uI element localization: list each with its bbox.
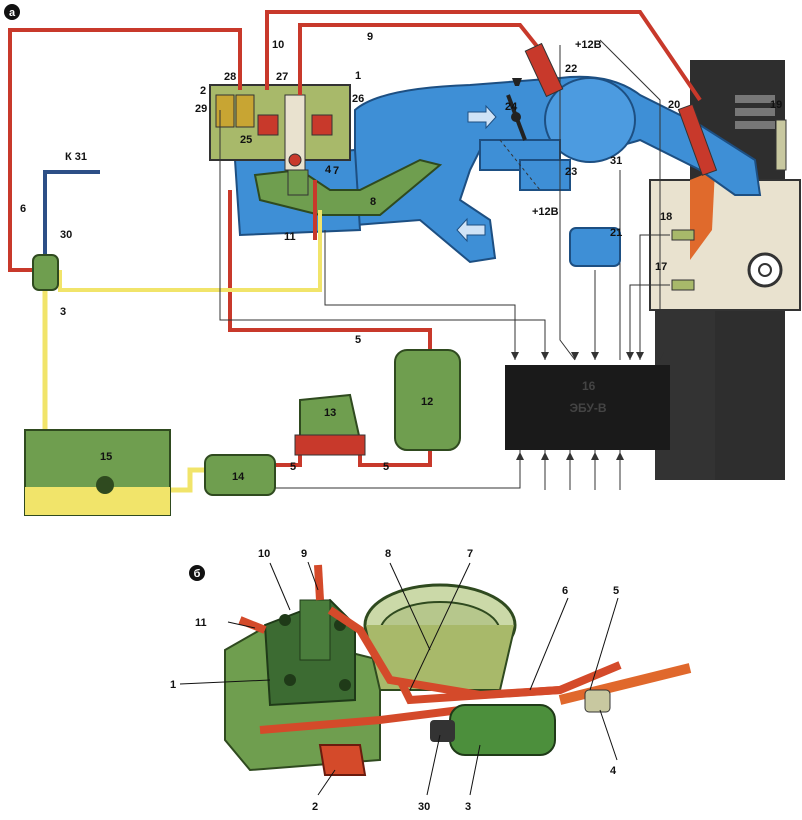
label-14: 14: [232, 471, 245, 483]
label-23: 23: [565, 166, 577, 178]
label-27: 27: [276, 71, 288, 83]
label-26: 26: [352, 93, 364, 105]
label-19: 19: [770, 99, 782, 111]
fuel-level: [25, 487, 170, 515]
float: [96, 476, 114, 494]
bottom-label-3: 3: [465, 801, 471, 813]
label-25: 25: [240, 134, 252, 146]
label-2: 2: [200, 85, 206, 97]
label-10: 10: [272, 39, 284, 51]
label-21: 21: [610, 227, 622, 239]
fuel-lines: [8, 10, 702, 493]
label-13: 13: [324, 407, 336, 419]
label-11: 11: [284, 231, 296, 243]
fuel-pump: [204, 454, 276, 496]
regulator-base: [294, 434, 366, 456]
injector-20: [677, 103, 718, 176]
throttle-body-unit: [209, 84, 443, 240]
label-9: 9: [367, 31, 373, 43]
voltage-label-a: +12В: [575, 39, 602, 51]
label-7: 7: [333, 165, 339, 177]
intake-manifold: [354, 75, 762, 264]
voltage-label-b: +12В: [532, 206, 559, 218]
label-31: 31: [610, 155, 622, 167]
label-3: 3: [60, 306, 66, 318]
label-29: 29: [195, 103, 207, 115]
label-5: 5: [355, 334, 361, 346]
bottom-label-10: 10: [258, 548, 270, 560]
label-24: 24: [505, 101, 518, 113]
label-30: 30: [60, 229, 72, 241]
sensor-17: [671, 279, 695, 291]
bottom-label-30: 30: [418, 801, 430, 813]
label-8: 8: [370, 196, 376, 208]
label-15: 15: [100, 451, 112, 463]
sensor-22: [524, 42, 564, 98]
bottom-label-7: 7: [467, 548, 473, 560]
label-6: 6: [20, 203, 26, 215]
label-1: 1: [355, 70, 361, 82]
throttle-assembly-illustration: [224, 564, 692, 776]
label-12: 12: [421, 396, 433, 408]
ecu-box: [505, 365, 670, 450]
label-5c: 5: [383, 461, 389, 473]
ecu-arrows: [511, 352, 664, 460]
bottom-label-5: 5: [613, 585, 619, 597]
label-5b: 5: [290, 461, 296, 473]
spark-plug: [775, 119, 787, 171]
label-28: 28: [224, 71, 236, 83]
bottom-label-6: 6: [562, 585, 568, 597]
bottom-label-2: 2: [312, 801, 318, 813]
label-17: 17: [655, 261, 667, 273]
panel-a-marker: а: [9, 7, 16, 19]
label-20: 20: [668, 99, 680, 111]
panel-b-marker: б: [194, 568, 201, 580]
canister: [32, 254, 59, 291]
label-16: 16: [582, 379, 596, 393]
label-4: 4: [325, 164, 332, 176]
label-18: 18: [660, 211, 672, 223]
label-22: 22: [565, 63, 577, 75]
bottom-label-11: 11: [195, 617, 207, 629]
panel-a-marker-bg: [4, 4, 20, 20]
k31-label: К 31: [65, 151, 87, 163]
bottom-label-4: 4: [610, 765, 617, 777]
bottom-label-9: 9: [301, 548, 307, 560]
bottom-label-1: 1: [170, 679, 176, 691]
fuel-filter: [394, 349, 461, 451]
sensor-18: [671, 229, 695, 241]
leader-lines: [179, 561, 619, 796]
ecu-label: ЭБУ-В: [570, 401, 607, 415]
sensor-21: [569, 227, 621, 267]
panel-b-marker-bg: [189, 565, 205, 581]
bottom-label-8: 8: [385, 548, 391, 560]
